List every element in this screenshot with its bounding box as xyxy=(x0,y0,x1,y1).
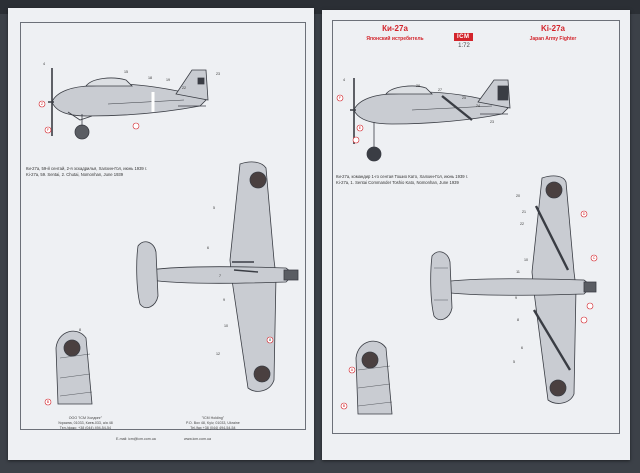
right-caption-ru: Ки-27а, командир 1-го сентая Тошио Като,… xyxy=(336,174,468,179)
footer-ua-line2: Украина, 01033, Киев-033, а/я 48 xyxy=(58,421,113,425)
left-side-view xyxy=(48,68,209,140)
callout-marker: 24 xyxy=(476,104,480,108)
callout-marker: 4 xyxy=(343,78,345,82)
right-caption: Ки-27а, командир 1-го сентая Тошио Като,… xyxy=(336,174,468,186)
callout-marker: F xyxy=(339,96,342,100)
left-caption-en: Ki-27a, 59. Sentai, 2. Chutai, Nomonhan,… xyxy=(26,172,124,177)
callout-marker: 6 xyxy=(521,346,523,350)
title-en: Ki-27a xyxy=(540,24,565,33)
footer-ua-line3: Тел./факс: +38 (044) 494-54-54 xyxy=(59,426,111,430)
callout-marker: Z xyxy=(41,102,44,106)
right-page: Ки-27а Японский истребитель ICM 1:72 Ki-… xyxy=(322,10,630,460)
callout-marker: C xyxy=(593,256,596,260)
right-side-view xyxy=(350,78,511,162)
callout-marker: 5 xyxy=(213,206,215,210)
callout-marker: 22 xyxy=(182,86,186,90)
left-tail-markers: 8B xyxy=(44,328,81,406)
left-footer-en: "ICM Holding" P.O. Box 48, Kyiv, 01033, … xyxy=(186,416,240,431)
icm-logo: ICM xyxy=(454,33,473,41)
callout-marker: 15 xyxy=(124,70,128,74)
right-tail-markers: AB xyxy=(340,366,356,410)
right-caption-en: Ki-27a, 1. Sentai Commander Toshio Kato,… xyxy=(336,180,459,185)
callout-marker: 6 xyxy=(207,246,209,250)
subtitle-en: Japan Army Fighter xyxy=(529,36,577,42)
right-page-frame xyxy=(332,20,620,434)
callout-marker: B xyxy=(343,404,346,408)
callout-marker: 23 xyxy=(216,72,220,76)
scale-label: 1:72 xyxy=(458,43,470,49)
callout-marker: A xyxy=(351,368,354,372)
title-ru: Ки-27а xyxy=(382,24,408,33)
footer-en-line2: P.O. Box 48, Kyiv, 01033, Ukraine xyxy=(186,421,240,425)
callout-marker: 8 xyxy=(269,338,271,342)
footer-web[interactable]: www.icm.com.ua xyxy=(184,437,211,441)
callout-marker: 18 xyxy=(148,76,152,80)
callout-marker: 4 xyxy=(43,62,45,66)
callout-marker: 27 xyxy=(438,88,442,92)
right-plan-markers: 20 21 22 10 11 9 8 6 5 D C xyxy=(513,194,598,364)
callout-marker: 19 xyxy=(166,78,170,82)
footer-ua-line1: ООО "ICM Холдинг" xyxy=(68,416,103,420)
left-caption-ru: Ки-27а, 59-й сентай, 2-я эскадрилья, Хал… xyxy=(26,166,148,171)
callout-marker: 10 xyxy=(224,324,228,328)
left-tail-view xyxy=(55,330,93,405)
callout-marker: 25 xyxy=(462,96,466,100)
footer-en-line3: Tel./fax +38 (044) 494-54-54 xyxy=(190,426,236,430)
right-plan-view xyxy=(430,175,597,404)
callout-marker: 5 xyxy=(513,360,515,364)
right-side-markers: 4 28 27 25 24 23 F E xyxy=(336,78,494,144)
callout-marker: B xyxy=(47,400,50,404)
callout-marker: 9 xyxy=(223,298,225,302)
left-page-frame xyxy=(20,22,306,430)
callout-marker: 21 xyxy=(522,210,526,214)
left-plan-view xyxy=(136,161,299,392)
subtitle-ru: Японский истребитель xyxy=(366,36,424,42)
callout-marker: 7 xyxy=(219,274,221,278)
callout-marker: 10 xyxy=(524,258,528,262)
left-plan-markers: 5 6 7 8 9 10 12 xyxy=(207,206,274,356)
callout-marker: 20 xyxy=(516,194,520,198)
left-side-markers: 4 15 18 19 22 23Z F xyxy=(38,62,220,134)
right-tail-view xyxy=(355,340,393,415)
callout-marker: 12 xyxy=(216,352,220,356)
callout-marker: D xyxy=(583,212,586,216)
footer-email[interactable]: E-mail: icm@icm.com.ua xyxy=(116,437,156,441)
left-caption: Ки-27а, 59-й сентай, 2-я эскадрилья, Хал… xyxy=(26,166,147,178)
callout-marker: F xyxy=(47,128,50,132)
callout-marker: 23 xyxy=(490,120,494,124)
callout-marker: 8 xyxy=(79,328,81,332)
callout-marker: 11 xyxy=(516,270,520,274)
callout-marker: 28 xyxy=(416,84,420,88)
callout-marker: 22 xyxy=(520,222,524,226)
callout-marker: 9 xyxy=(515,296,517,300)
callout-marker: E xyxy=(359,126,362,130)
left-footer-ua: ООО "ICM Холдинг" Украина, 01033, Киев-0… xyxy=(58,416,113,431)
callout-marker: 8 xyxy=(517,318,519,322)
footer-en-line1: "ICM Holding" xyxy=(201,416,225,420)
